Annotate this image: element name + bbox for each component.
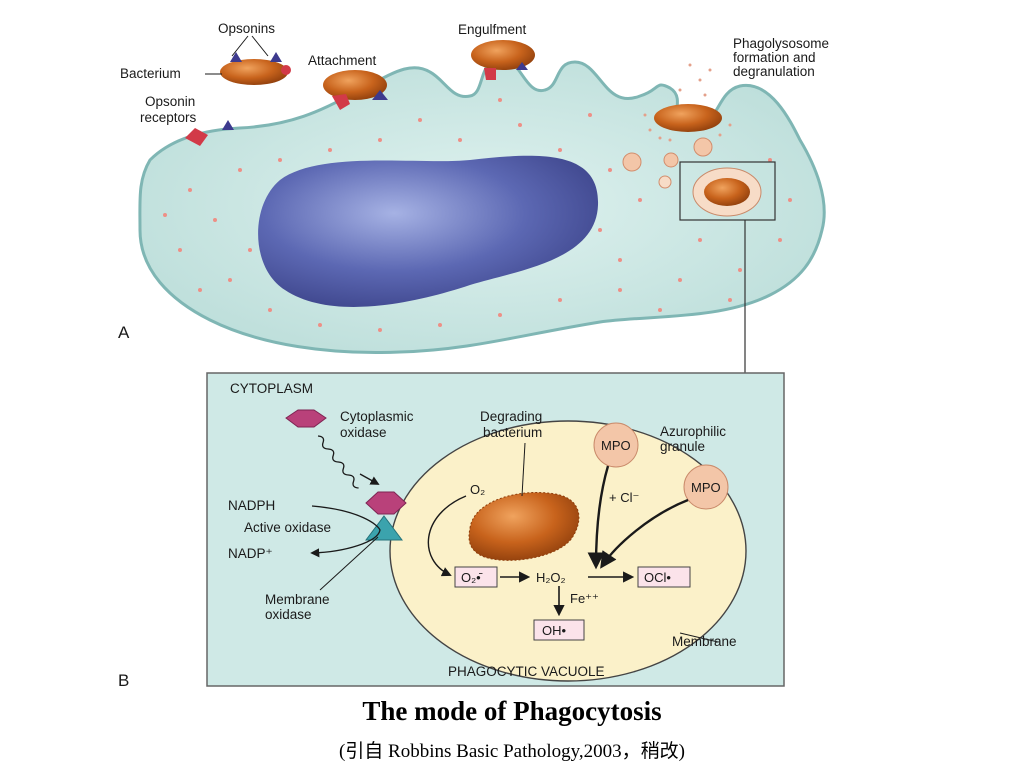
label-opsonin-receptors: Opsonin [145,94,195,109]
label-cytoplasmic-oxidase: Cytoplasmic [340,409,414,424]
active-oxidase-hexagon [365,491,407,515]
label-degrading-bacterium: bacterium [483,425,542,440]
phagolysosome-bacterium-inner [704,178,750,206]
mpo-arrow [587,465,610,570]
lysosome [693,137,713,157]
panel-letter-b: B [118,671,129,690]
phagolysosome-bacterium [654,104,722,132]
opsonin [230,52,242,62]
label-nadph: NADPH [228,498,275,513]
label-azurophilic-granule: Azurophilic [660,424,726,439]
label-hypochlorite: OCl• [644,570,671,585]
label-phagolysosome: formation and [733,50,816,65]
panel-letter-a: A [118,323,130,342]
label-mpo: MPO [691,480,721,495]
phagocytic-vacuole [389,420,747,682]
membrane-oxidase-triangle [365,515,403,541]
label-nadp: NADP⁺ [228,546,273,561]
lysosome [658,175,672,189]
opsonin-receptor [185,128,208,146]
panel-a: Opsonins Bacterium Opsonin receptors Att… [118,21,829,373]
label-azurophilic-granule: granule [660,439,705,454]
lysosome [622,152,642,172]
label-hydroxyl: OH• [542,623,567,638]
opsonin [270,52,282,62]
label-o2: O₂ [470,482,485,497]
label-membrane-oxidase: oxidase [265,607,312,622]
label-iron: Fe⁺⁺ [570,591,599,606]
attached-bacterium [323,70,387,100]
label-active-oxidase: Active oxidase [244,520,331,535]
figure-source: (引自 Robbins Basic Pathology,2003，稍改) [338,741,686,762]
lysosome [663,152,679,168]
hydroxyl-box [533,619,585,641]
engulfed-bacterium [471,40,535,70]
label-phagolysosome: degranulation [733,64,815,79]
label-engulfment: Engulfment [458,22,527,37]
mpo-granule [593,422,639,468]
label-opsonins: Opsonins [218,21,275,36]
hypochlorite-box [637,566,691,588]
opsonin-receptor [484,68,496,80]
panel-b: CYTOPLASM Cytoplasmic oxidase Degrading … [118,372,785,690]
nucleus [258,155,599,307]
opsonin [281,65,291,75]
label-opsonin-receptors: receptors [140,110,197,125]
cytoplasmic-granules [163,98,792,332]
label-superoxide: O₂•̄ [461,570,483,585]
label-h2o2: H₂O₂ [536,570,566,585]
figure-title: The mode of Phagocytosis [362,696,662,726]
opsonin-receptor [332,94,350,110]
label-mpo: MPO [601,438,631,453]
label-cytoplasmic-oxidase: oxidase [340,425,387,440]
label-degrading-bacterium: Degrading [480,409,542,424]
label-bacterium: Bacterium [120,66,181,81]
label-phagolysosome: Phagolysosome [733,36,829,51]
cytoplasmic-oxidase-hexagon [285,409,327,428]
label-membrane-oxidase: Membrane [265,592,330,607]
activation-squiggle [317,435,359,489]
label-membrane: Membrane [672,634,737,649]
nadph-arrow [310,505,381,558]
opsonin [516,62,528,70]
degrading-bacterium [468,492,580,561]
opsonin [222,120,234,130]
superoxide-box [454,566,498,588]
mpo-arrow [600,498,689,569]
label-phagocytic-vacuole: PHAGOCYTIC VACUOLE [448,664,605,679]
o2-arrow [427,495,467,577]
label-cytoplasm: CYTOPLASM [230,381,313,396]
mpo-granule [683,464,729,510]
bacterium [220,59,288,85]
label-attachment: Attachment [308,53,377,68]
zoom-box [679,161,776,221]
label-chloride: + Cl⁻ [609,490,639,505]
opsonin [372,90,388,100]
